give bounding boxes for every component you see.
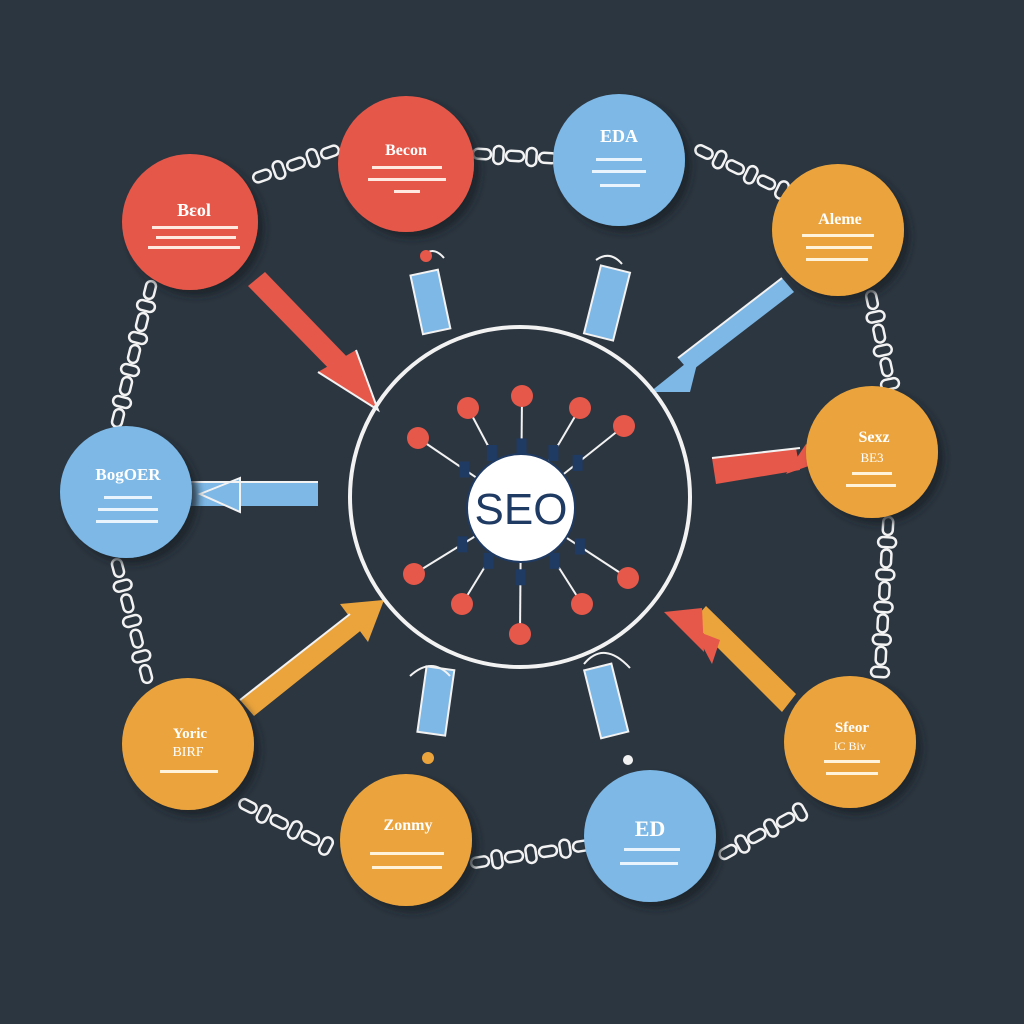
node-bottom-blue[interactable] [584, 770, 716, 902]
hub-ring [348, 325, 692, 669]
spoke-connector [516, 438, 527, 455]
arrow-blue-bottom-right [582, 652, 633, 765]
spoke-dot [509, 623, 531, 645]
node-detail-lines [620, 848, 680, 865]
spoke-connector [515, 569, 526, 586]
hub-circle [466, 453, 576, 563]
arrow-blue-top-right-short [582, 254, 632, 342]
node-right-orange[interactable] [806, 386, 938, 518]
spoke-dot [613, 415, 635, 437]
spoke-connector [486, 445, 497, 461]
node-heading: Sexz [858, 429, 889, 446]
node-heading: BogOER [95, 465, 161, 484]
spoke-connector [574, 538, 585, 555]
node-bottom-orange[interactable] [340, 774, 472, 906]
spoke-dot [407, 427, 429, 449]
node-heading: Aleme [818, 211, 862, 228]
arrow-blue-left [190, 476, 318, 514]
node-heading: EDA [600, 126, 638, 146]
node-top-right-orange[interactable] [772, 164, 904, 296]
node-detail-lines [846, 472, 896, 487]
node-left-blue[interactable] [60, 426, 192, 558]
arrow-orange-bottom-left [239, 600, 384, 716]
node-subtitle: BIRF [172, 745, 203, 760]
node-heading: Bɛol [177, 200, 211, 220]
spoke-dot [511, 385, 533, 407]
node-heading: Yoric [173, 726, 207, 742]
node-top-red[interactable] [338, 96, 474, 232]
spoke-dot [617, 567, 639, 589]
spoke-dot [451, 593, 473, 615]
spoke-connector [457, 536, 468, 553]
node-detail-lines [370, 852, 444, 869]
node-detail-lines [368, 166, 446, 193]
node-detail-lines [824, 760, 880, 775]
spoke-connector [483, 552, 494, 569]
node-heading: Becon [385, 142, 427, 159]
node-bottom-left-orange[interactable] [122, 678, 254, 810]
arrow-layer [190, 250, 820, 765]
hub-spokes [403, 385, 639, 645]
spoke-connector [572, 454, 583, 471]
hub-label: SEO [475, 485, 568, 534]
node-detail-lines [592, 158, 646, 187]
spoke-dot [569, 397, 591, 419]
node-heading: ED [635, 816, 666, 841]
spoke-dot [457, 397, 479, 419]
arrow-blue-top [409, 250, 452, 336]
spoke-connector [549, 552, 560, 569]
node-heading: Sfeor [835, 720, 869, 736]
node-detail-lines [96, 496, 158, 523]
arrow-blue-top-right [650, 277, 794, 392]
node-detail-lines [802, 234, 874, 261]
node-heading: Zonmy [384, 817, 433, 834]
node-subtitle: BE3 [860, 450, 883, 465]
node-subtitle: lC Biv [834, 739, 866, 753]
spoke-connector [548, 445, 559, 461]
hub: SEO [466, 453, 576, 563]
spoke-connector [459, 461, 470, 478]
arrow-red-top-left [248, 272, 380, 413]
arrow-blue-bottom-left [409, 665, 456, 764]
arrow-orange-bottom-right [664, 606, 796, 712]
node-top-left-red[interactable] [122, 154, 258, 290]
spoke-dot [403, 563, 425, 585]
spoke-dot [571, 593, 593, 615]
node-bottom-right-orange[interactable] [784, 676, 916, 808]
node-detail-lines [160, 770, 218, 773]
node-detail-lines [148, 226, 240, 249]
